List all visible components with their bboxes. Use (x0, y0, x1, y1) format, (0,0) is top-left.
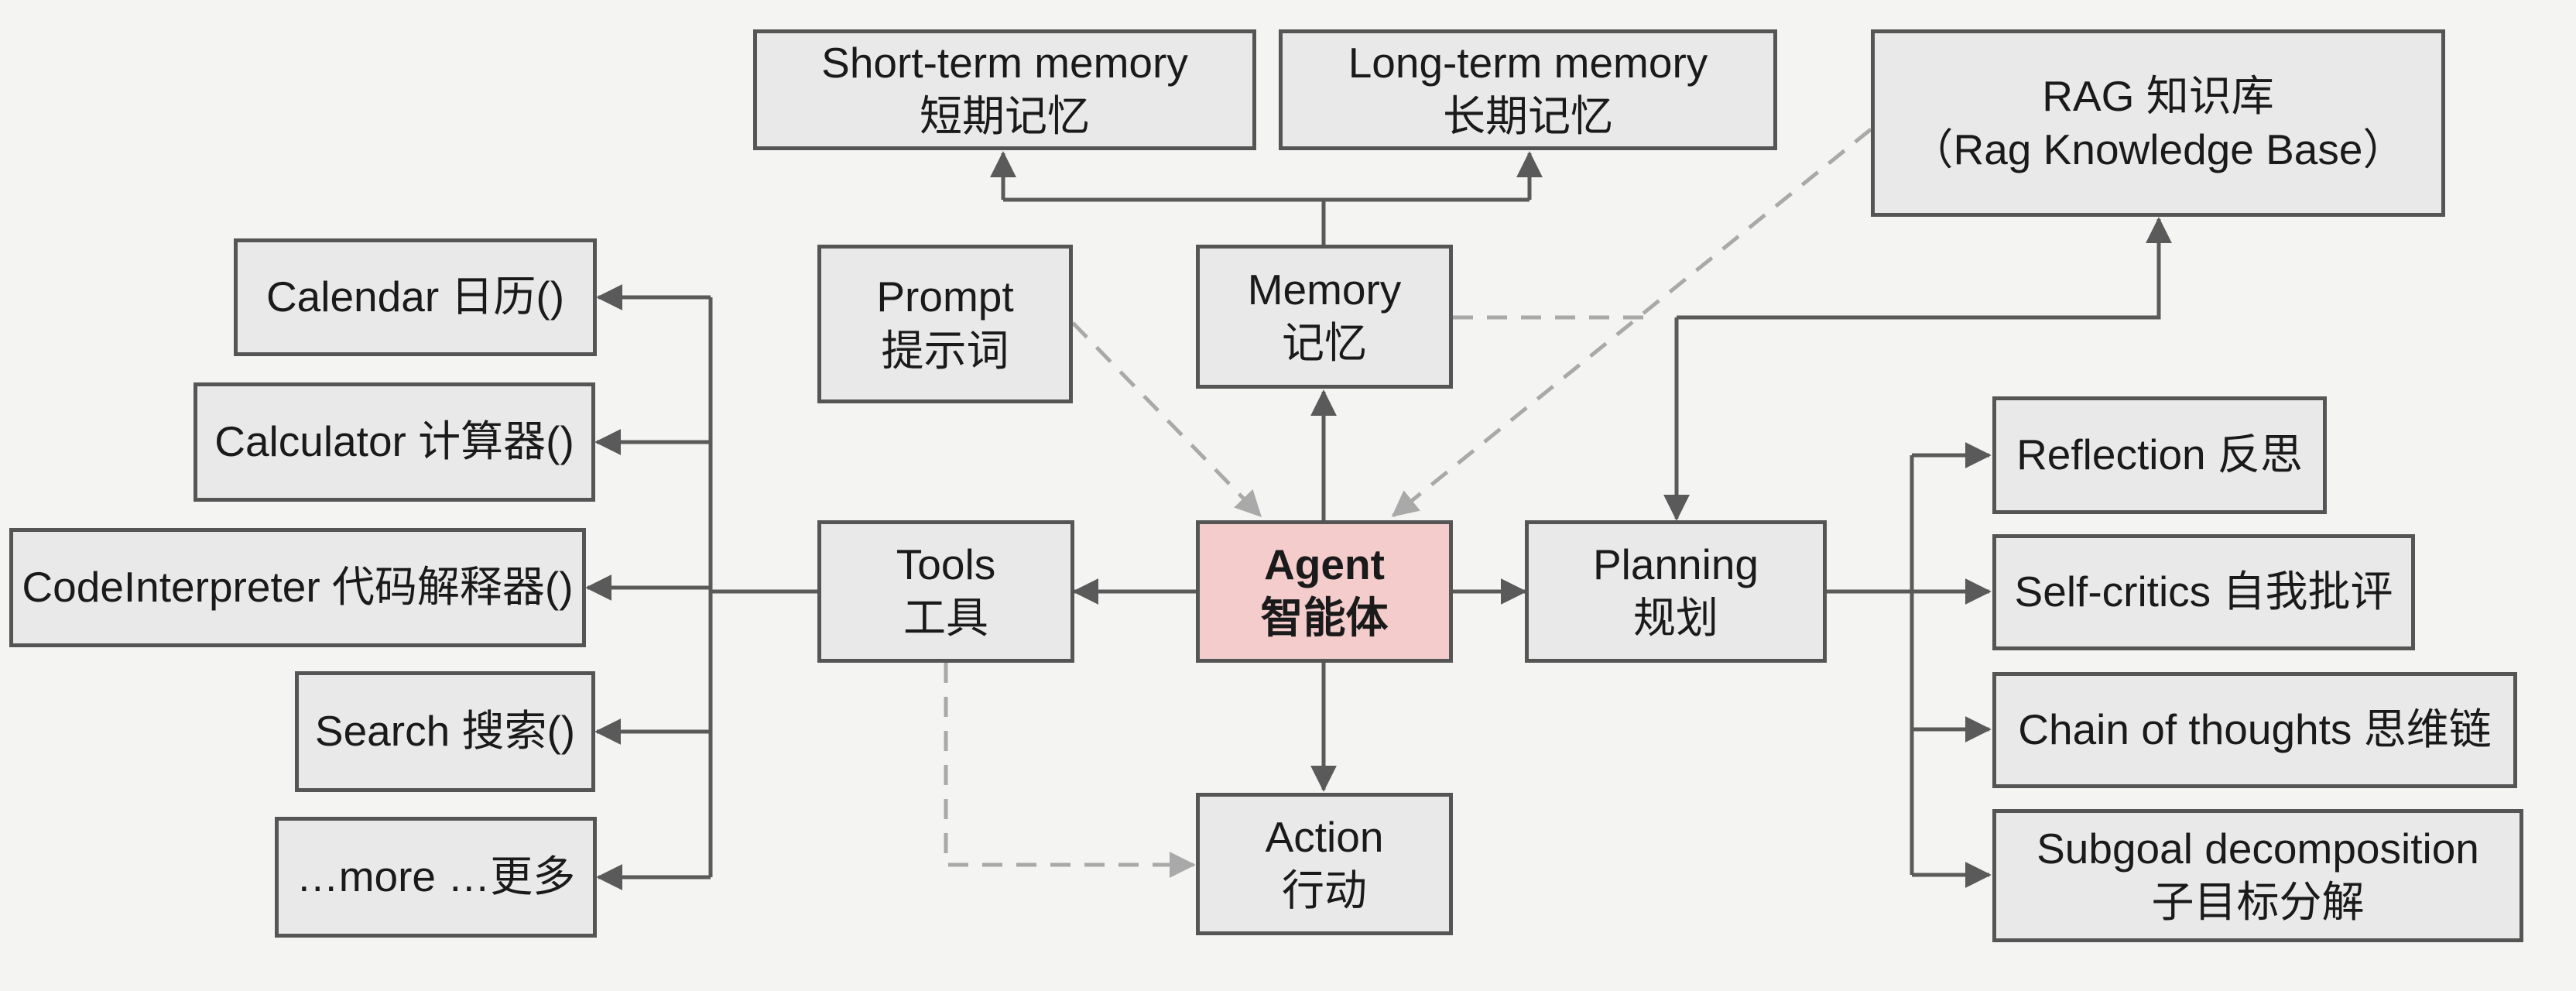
tools-node[interactable]: Tools 工具 (817, 520, 1074, 663)
rag-label-line2: （Rag Knowledge Base） (1910, 125, 2406, 173)
tool-more-label: …more …更多 (296, 852, 576, 901)
tool-code-interpreter-label: CodeInterpreter 代码解释器() (22, 563, 574, 612)
tool-search-label: Search 搜索() (314, 707, 576, 756)
planning-label-zh: 规划 (1632, 594, 1718, 642)
agent-label-en: Agent (1264, 540, 1385, 588)
prompt-label-zh: 提示词 (881, 326, 1009, 375)
rag-to-agent-dashed-arrow (1391, 128, 1872, 517)
planning-to-list-connector (1827, 442, 1992, 888)
tools-to-toollist-connector (585, 284, 817, 890)
long-term-memory-node[interactable]: Long-term memory 长期记忆 (1279, 29, 1777, 150)
planning-self-critics-label: Self-critics 自我批评 (2014, 568, 2393, 616)
planning-subgoal-label-en: Subgoal decomposition (2036, 824, 2479, 873)
prompt-node[interactable]: Prompt 提示词 (817, 245, 1073, 403)
action-node[interactable]: Action 行动 (1196, 793, 1453, 935)
agent-label-zh: 智能体 (1260, 594, 1389, 642)
planning-self-critics-node[interactable]: Self-critics 自我批评 (1992, 534, 2415, 650)
long-term-memory-label-en: Long-term memory (1348, 38, 1708, 87)
short-term-memory-label-en: Short-term memory (821, 38, 1188, 87)
memory-node[interactable]: Memory 记忆 (1196, 245, 1453, 389)
tool-code-interpreter-node[interactable]: CodeInterpreter 代码解释器() (9, 528, 586, 647)
tool-more-node[interactable]: …more …更多 (275, 817, 597, 938)
short-term-memory-node[interactable]: Short-term memory 短期记忆 (753, 29, 1256, 150)
tool-calculator-node[interactable]: Calculator 计算器() (194, 382, 595, 502)
memory-label-zh: 记忆 (1281, 319, 1367, 367)
planning-reflection-node[interactable]: Reflection 反思 (1992, 396, 2327, 514)
rag-label-line1: RAG 知识库 (2042, 71, 2274, 120)
planning-label-en: Planning (1592, 540, 1759, 588)
tools-to-action-dashed-arrow (944, 663, 1196, 878)
planning-chain-of-thoughts-node[interactable]: Chain of thoughts 思维链 (1992, 672, 2517, 788)
planning-subgoal-label-zh: 子目标分解 (2151, 878, 2365, 926)
tool-calendar-node[interactable]: Calendar 日历() (234, 238, 597, 356)
tools-label-zh: 工具 (903, 594, 988, 642)
planning-rag-connector (1663, 217, 2172, 521)
prompt-to-agent-dashed-arrow (1071, 321, 1262, 518)
long-term-memory-label-zh: 长期记忆 (1442, 92, 1613, 140)
tools-label-en: Tools (896, 540, 996, 588)
short-term-memory-label-zh: 短期记忆 (919, 92, 1090, 140)
planning-chain-of-thoughts-label: Chain of thoughts 思维链 (2018, 705, 2492, 754)
action-label-zh: 行动 (1281, 866, 1367, 914)
tool-search-node[interactable]: Search 搜索() (295, 671, 595, 792)
tool-calendar-label: Calendar 日历() (265, 273, 565, 321)
agent-node[interactable]: Agent 智能体 (1196, 520, 1453, 663)
memory-to-submemory-connector (990, 151, 1543, 245)
planning-subgoal-node[interactable]: Subgoal decomposition 子目标分解 (1992, 809, 2523, 942)
action-label-en: Action (1265, 812, 1384, 861)
rag-knowledge-base-node[interactable]: RAG 知识库 （Rag Knowledge Base） (1871, 29, 2445, 217)
memory-label-en: Memory (1247, 265, 1402, 314)
tool-calculator-label: Calculator 计算器() (214, 417, 574, 466)
prompt-label-en: Prompt (876, 273, 1014, 321)
planning-node[interactable]: Planning 规划 (1525, 520, 1827, 663)
dashed-connectors (944, 128, 1872, 878)
planning-reflection-label: Reflection 反思 (2016, 430, 2303, 479)
